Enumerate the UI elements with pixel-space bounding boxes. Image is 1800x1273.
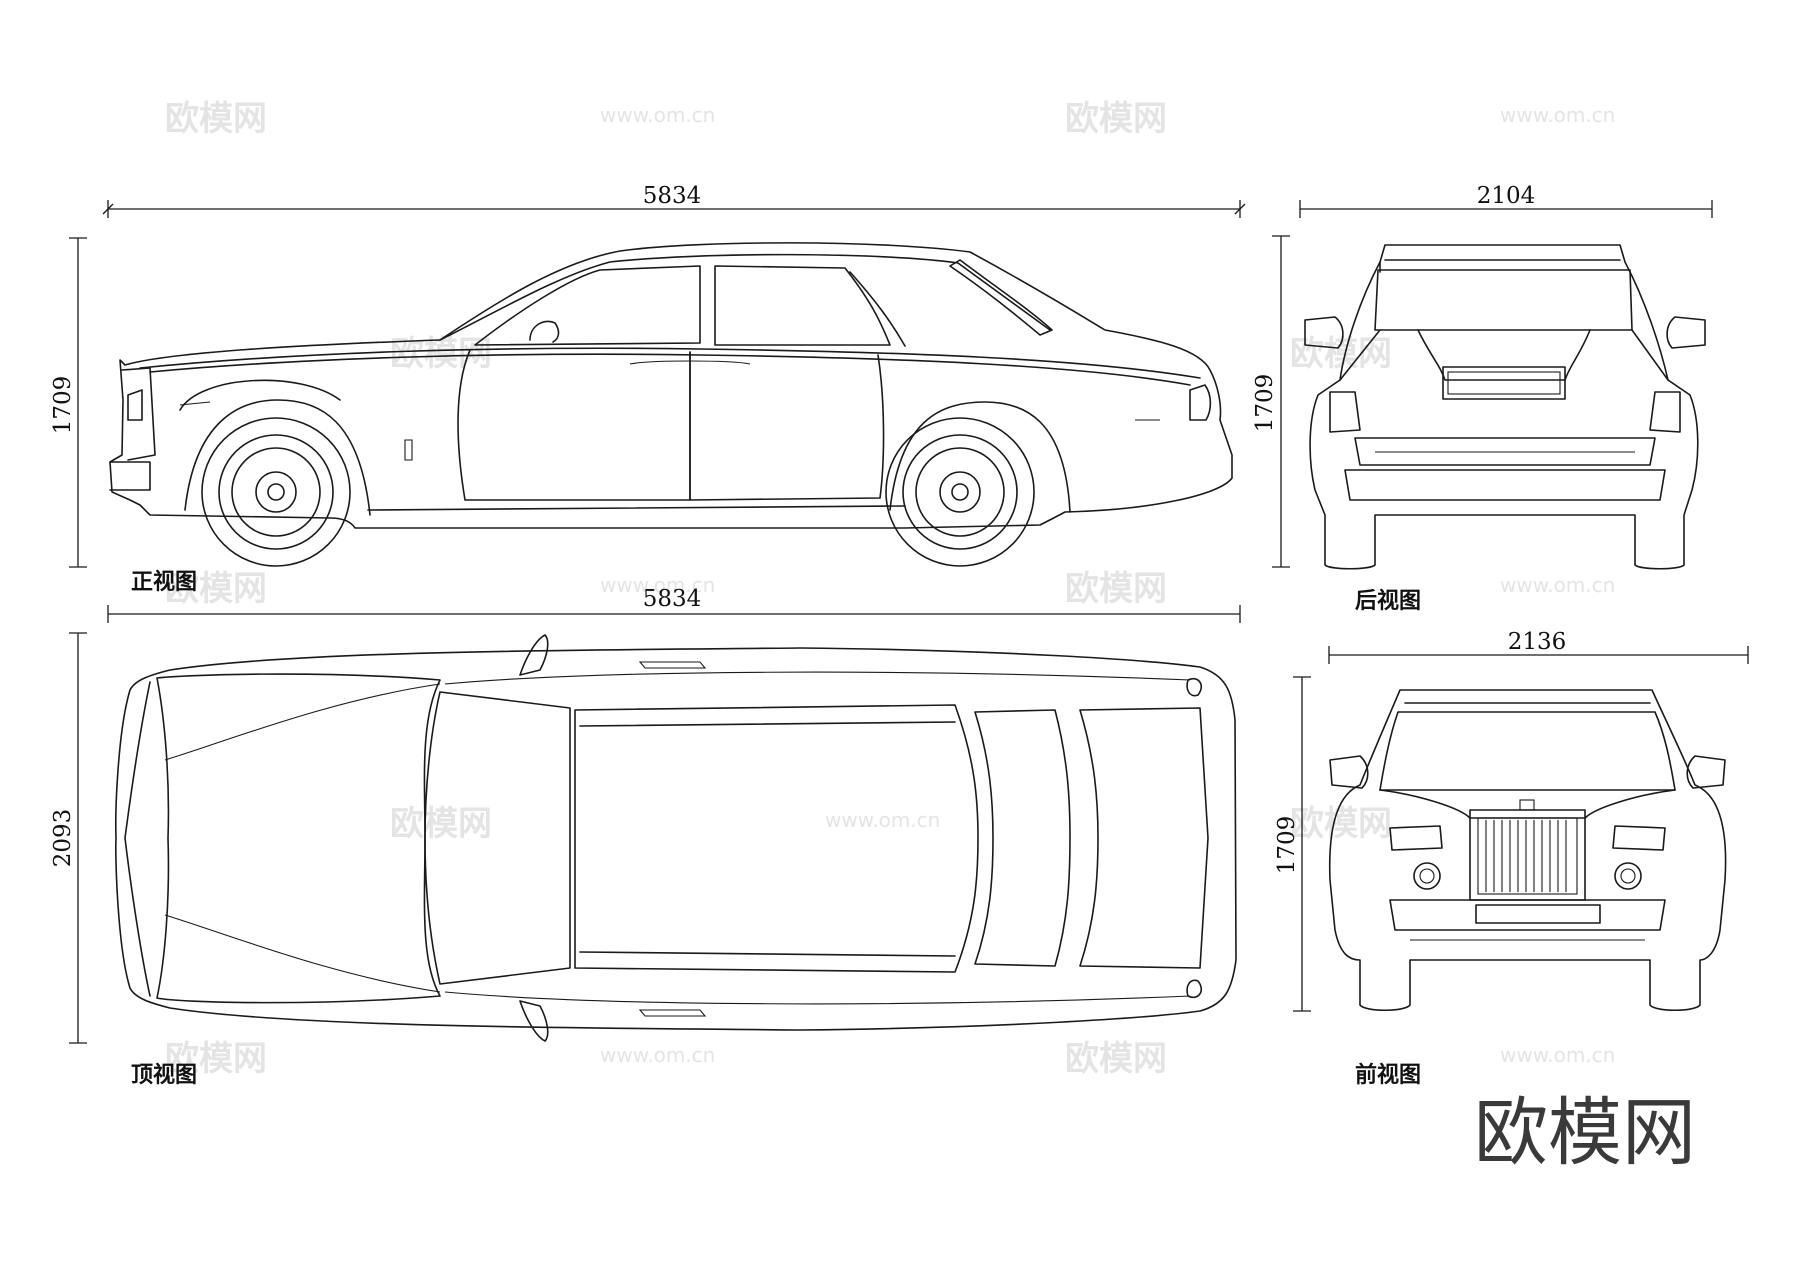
watermark-url: www.om.cn: [600, 573, 715, 597]
car-front-view: [1328, 689, 1727, 1012]
rear-height-dimension: 1709: [1252, 374, 1278, 433]
front-view-label: 前视图: [1355, 1062, 1421, 1088]
watermark-brand: 欧模网: [165, 1039, 267, 1079]
watermark-brand: 欧模网: [1065, 569, 1167, 609]
watermark-brand: 欧模网: [1290, 334, 1392, 374]
top-width-dimension: 2093: [50, 809, 76, 868]
watermark-url: www.om.cn: [1500, 1043, 1615, 1067]
car-rear-view: [1304, 244, 1706, 570]
watermark-brand: 欧模网: [1065, 1039, 1167, 1079]
car-side-view: [109, 242, 1233, 567]
watermark-url: www.om.cn: [825, 808, 940, 832]
watermark-layer: 欧模网 www.om.cn 欧模网 www.om.cn 欧模网 欧模网 欧模网 …: [165, 99, 1615, 1079]
front-width-dimension: 2136: [1508, 629, 1567, 655]
top-length-dimension: 5834: [643, 586, 702, 612]
side-height-dimension: 1709: [50, 376, 76, 435]
car-top-view: [115, 634, 1237, 1042]
watermark-brand: 欧模网: [165, 99, 267, 139]
watermark-url: www.om.cn: [600, 103, 715, 127]
dimension-lines: [69, 200, 1749, 1044]
watermark-url: www.om.cn: [600, 1043, 715, 1067]
front-grille-bars: [1485, 820, 1567, 892]
rear-width-dimension: 2104: [1477, 183, 1536, 209]
watermark-brand: 欧模网: [165, 569, 267, 609]
watermark-brand: 欧模网: [390, 804, 492, 844]
front-height-dimension: 1709: [1274, 816, 1300, 875]
side-view-label: 正视图: [131, 569, 197, 595]
side-length-dimension: 5834: [643, 183, 702, 209]
watermark-url: www.om.cn: [1500, 573, 1615, 597]
rear-view-label: 后视图: [1355, 588, 1421, 614]
watermark-brand: 欧模网: [1290, 804, 1392, 844]
watermark-url: www.om.cn: [1500, 103, 1615, 127]
watermark-brand: 欧模网: [1065, 99, 1167, 139]
top-view-label: 顶视图: [131, 1062, 197, 1088]
brand-logo: 欧模网: [1474, 1090, 1696, 1176]
